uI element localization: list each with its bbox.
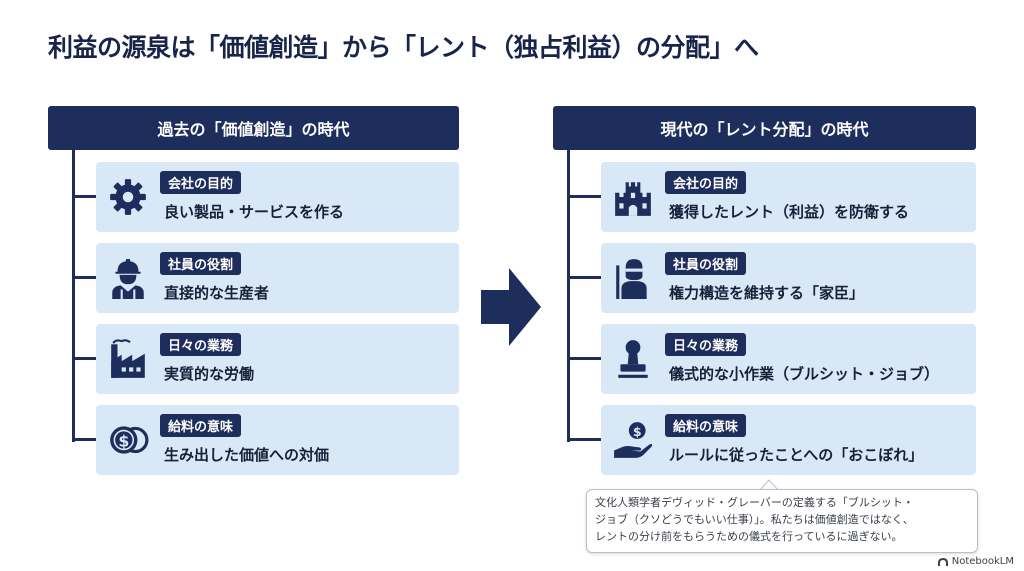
tree-connector-line	[567, 150, 570, 442]
card-text: 生み出した価値への対価	[164, 446, 330, 464]
note-line: レントの分け前をもらうための儀式を行っているに過ぎない。	[595, 530, 903, 543]
card-employee-role: 社員の役割 直接的な生産者	[96, 243, 459, 313]
transition-arrow-icon	[481, 268, 541, 346]
graeber-note-callout: 文化人類学者デヴィッド・グレーバーの定義する「ブルシット・ ジョブ（クソどうでも…	[586, 489, 978, 553]
watermark-text: NotebookLM	[951, 556, 1014, 567]
card-employee-role: 社員の役割 権力構造を維持する「家臣」	[601, 243, 976, 313]
gear-icon	[106, 175, 150, 219]
card-text: ルールに従ったことへの「おこぼれ」	[669, 446, 924, 464]
factory-icon	[106, 337, 150, 381]
callout-pointer	[760, 479, 778, 490]
card-text: 実質的な労働	[164, 365, 255, 383]
card-text: 良い製品・サービスを作る	[164, 203, 345, 221]
card-tag: 社員の役割	[665, 252, 747, 275]
tree-branch	[567, 276, 601, 279]
modern-era-header: 現代の「レント分配」の時代	[553, 106, 976, 150]
tree-connector-line	[72, 150, 75, 442]
tree-branch	[567, 195, 601, 198]
card-tag: 給料の意味	[160, 414, 242, 437]
tree-branch	[72, 276, 96, 279]
tree-branch	[72, 438, 96, 441]
tree-branch	[567, 438, 601, 441]
past-era-column: 過去の「価値創造」の時代 会社の目的 良い製品・サービスを作る	[48, 106, 459, 475]
svg-text:$: $	[118, 431, 129, 450]
hand-coin-icon: $	[611, 418, 655, 462]
card-daily-work: 日々の業務 実質的な労働	[96, 324, 459, 394]
tree-branch	[72, 357, 96, 360]
card-salary-meaning: $ 給料の意味 生み出した価値への対価	[96, 405, 459, 475]
card-tag: 給料の意味	[665, 414, 747, 437]
page-title: 利益の源泉は「価値創造」から「レント（独占利益）の分配」へ	[48, 33, 759, 62]
retainer-icon	[611, 256, 655, 300]
tree-branch	[567, 357, 601, 360]
card-salary-meaning: $ 給料の意味 ルールに従ったことへの「おこぼれ」	[601, 405, 976, 475]
callout-pointer-cover	[761, 492, 777, 495]
modern-era-column: 現代の「レント分配」の時代 会社の目的 獲得したレント（利益）を防衛する	[553, 106, 976, 475]
card-tag: 社員の役割	[160, 252, 242, 275]
notebooklm-logo-icon	[937, 557, 948, 566]
note-line: ジョブ（クソどうでもいい仕事）」。私たちは価値創造ではなく、	[595, 513, 914, 526]
tree-branch	[72, 195, 96, 198]
stamp-icon	[611, 337, 655, 381]
card-tag: 日々の業務	[160, 333, 242, 356]
past-era-header: 過去の「価値創造」の時代	[48, 106, 459, 150]
card-tag: 会社の目的	[160, 171, 242, 194]
card-tag: 会社の目的	[665, 171, 747, 194]
card-company-purpose: 会社の目的 良い製品・サービスを作る	[96, 162, 459, 232]
worker-icon	[106, 256, 150, 300]
coins-icon: $	[106, 418, 150, 462]
castle-icon	[611, 175, 655, 219]
card-text: 権力構造を維持する「家臣」	[669, 284, 865, 302]
card-text: 獲得したレント（利益）を防衛する	[669, 203, 910, 221]
notebooklm-watermark: NotebookLM	[937, 556, 1014, 567]
card-text: 儀式的な小作業（ブルシット・ジョブ）	[669, 365, 940, 383]
svg-text:$: $	[633, 424, 642, 439]
card-tag: 日々の業務	[665, 333, 747, 356]
note-line: 文化人類学者デヴィッド・グレーバーの定義する「ブルシット・	[595, 496, 914, 509]
card-company-purpose: 会社の目的 獲得したレント（利益）を防衛する	[601, 162, 976, 232]
card-daily-work: 日々の業務 儀式的な小作業（ブルシット・ジョブ）	[601, 324, 976, 394]
card-text: 直接的な生産者	[164, 284, 270, 302]
